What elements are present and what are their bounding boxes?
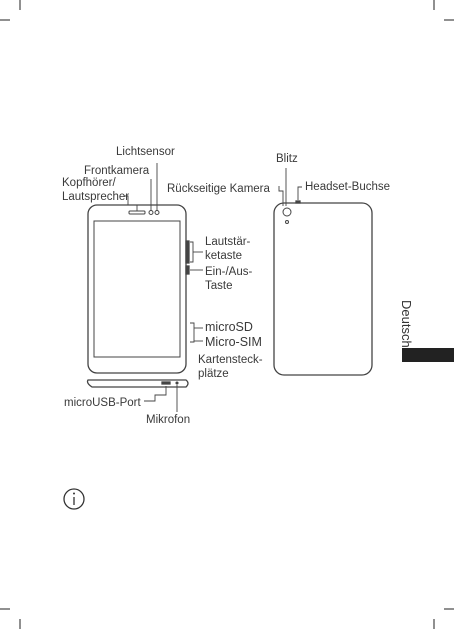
earpiece [128, 210, 146, 215]
label-microsd: microSD [205, 320, 253, 334]
tablet-front [87, 204, 190, 374]
label-microusb-port: microUSB-Port [64, 397, 141, 409]
label-micro-sim: Micro-SIM [205, 335, 262, 349]
tablet-back [273, 200, 373, 376]
label-microphone: Mikrofon [146, 414, 191, 426]
headset-jack-mark [295, 200, 301, 204]
label-flash: Blitz [276, 153, 298, 165]
label-volume-key-line2: ketaste [205, 250, 243, 262]
tablet-bottom-edge [86, 379, 189, 388]
label-volume-key-line1: Lautstär- [205, 236, 251, 248]
info-circle-icon [63, 488, 85, 510]
language-tab-bar [402, 348, 454, 362]
front-camera-lens [148, 210, 154, 215]
label-headphone-speaker-line2: Lautsprecher [62, 191, 130, 203]
label-power-key-line2: Taste [205, 280, 233, 292]
label-rear-camera: Rückseitige Kamera [167, 183, 270, 195]
flash-dot [285, 220, 289, 224]
power-button [185, 265, 190, 275]
light-sensor-dot [154, 210, 160, 215]
mic-hole [175, 381, 179, 385]
label-light-sensor: Lichtsensor [116, 146, 175, 158]
leader-lines [124, 163, 302, 412]
language-tab-label: Deutsch [399, 300, 414, 348]
label-front-camera: Frontkamera [84, 165, 150, 177]
label-power-key-line1: Ein-/Aus- [205, 266, 253, 278]
label-card-slots-line2: plätze [198, 368, 229, 380]
usb-port-mark [161, 381, 171, 385]
label-headset-jack: Headset-Buchse [305, 181, 391, 193]
label-headphone-speaker-line1: Kopfhörer/ [62, 177, 116, 189]
label-card-slots-line1: Kartensteck- [198, 354, 263, 366]
volume-button [185, 240, 190, 264]
rear-camera-lens [282, 207, 292, 217]
